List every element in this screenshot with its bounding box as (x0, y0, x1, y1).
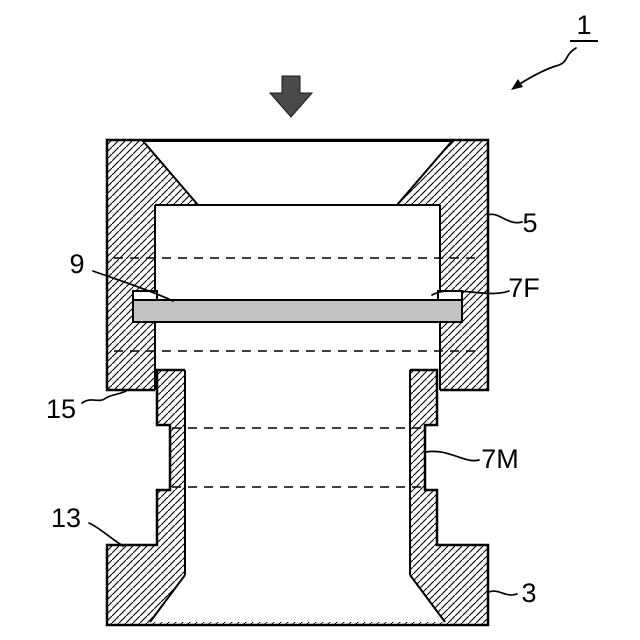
ref-label-5: 5 (522, 208, 537, 238)
base-flare-opening (150, 575, 445, 622)
housing-funnel-opening (140, 140, 455, 206)
ref-label-3: 3 (521, 578, 536, 608)
ref-label-7m: 7M (481, 444, 519, 474)
leader-line-5 (487, 213, 523, 224)
ref-label-13: 13 (51, 503, 81, 533)
leader-line-7m (425, 450, 480, 462)
ref-label-1: 1 (576, 10, 591, 40)
leader-line-13 (88, 522, 124, 547)
leader-line-9 (92, 270, 174, 302)
reference-1-arrowhead (511, 79, 523, 90)
leader-line-15 (81, 390, 127, 404)
male-housing-bore (185, 368, 410, 576)
housing-cavity (155, 205, 440, 392)
flare-right-slant (409, 574, 446, 623)
reference-1-arrow (517, 47, 577, 86)
female-housing (105, 138, 490, 392)
leader-line-7f (431, 289, 510, 296)
ref-label-15: 15 (46, 394, 76, 424)
leader-line-3 (488, 590, 518, 596)
ref-label-7f: 7F (508, 273, 540, 303)
press-direction-arrow-icon (268, 75, 314, 118)
male-housing-and-base (105, 368, 490, 627)
flare-left-slant (149, 574, 186, 623)
contact-plate (132, 299, 463, 323)
ref-label-9: 9 (69, 249, 84, 279)
